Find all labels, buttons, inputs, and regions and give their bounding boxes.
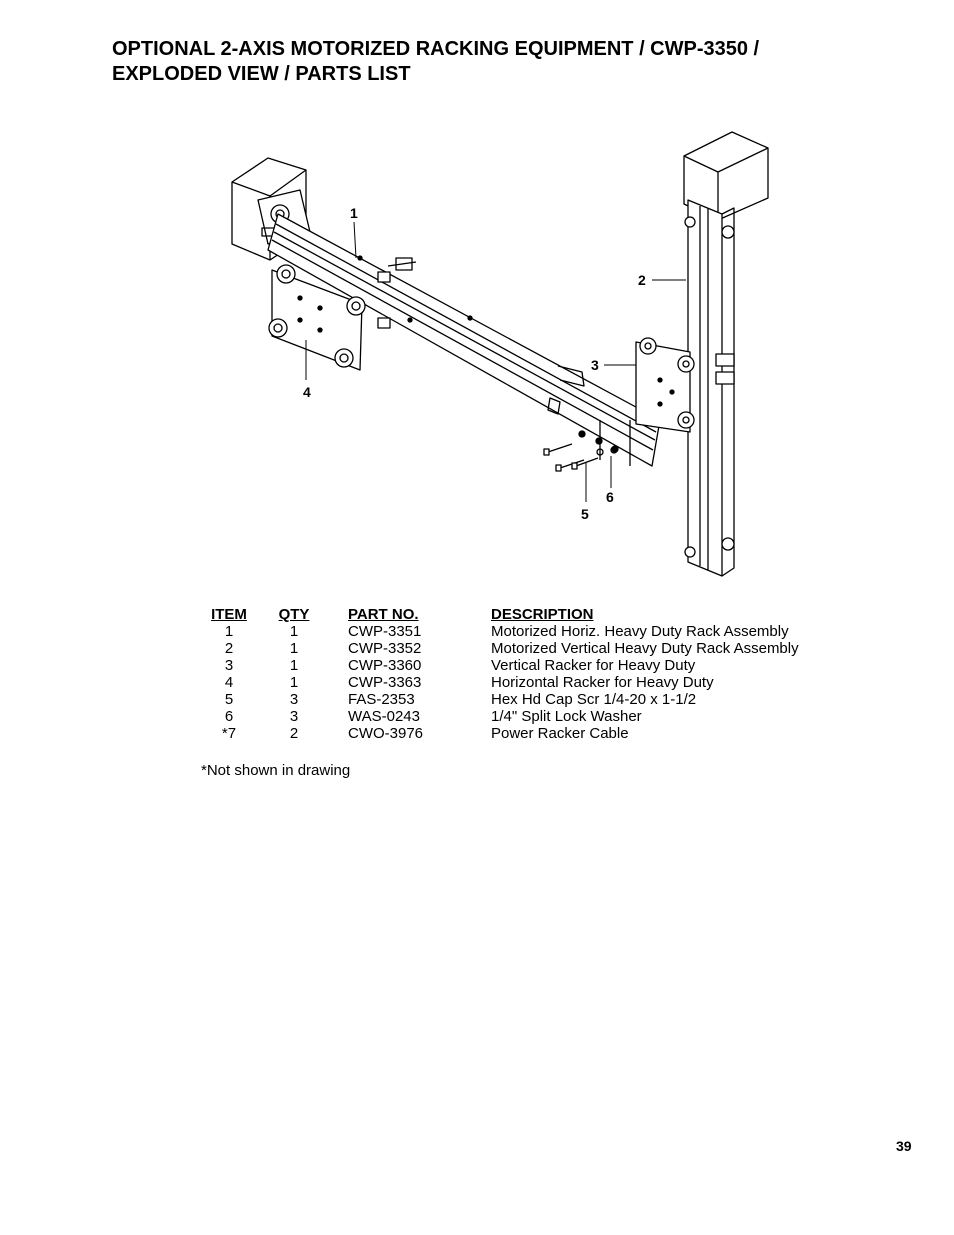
- qty-cell: 3: [289, 708, 299, 725]
- exploded-view-drawing: [231, 131, 769, 577]
- description-cell: Motorized Vertical Heavy Duty Rack Assem…: [491, 640, 799, 657]
- header-item: ITEM: [211, 606, 247, 623]
- part-no-cell: FAS-2353: [348, 691, 415, 708]
- item-cell: *7: [221, 725, 237, 742]
- rail-fittings: [377, 257, 417, 329]
- table-row: 3 1 CWP-3360 Vertical Racker for Heavy D…: [200, 657, 840, 674]
- part-no-cell: CWP-3360: [348, 657, 422, 674]
- description-cell: Hex Hd Cap Scr 1/4-20 x 1-1/2: [491, 691, 697, 708]
- callout-6: 6: [606, 489, 614, 505]
- callout-5: 5: [581, 506, 589, 522]
- description-cell: Vertical Racker for Heavy Duty: [491, 657, 696, 674]
- parts-list-header: ITEM QTY PART NO. DESCRIPTION: [200, 606, 840, 623]
- table-row: 1 1 CWP-3351 Motorized Horiz. Heavy Duty…: [200, 623, 840, 640]
- table-row: 2 1 CWP-3352 Motorized Vertical Heavy Du…: [200, 640, 840, 657]
- qty-cell: 1: [289, 674, 299, 691]
- footnote: *Not shown in drawing: [201, 762, 351, 779]
- qty-cell: 1: [289, 640, 299, 657]
- page-title: OPTIONAL 2-AXIS MOTORIZED RACKING EQUIPM…: [112, 37, 872, 87]
- part-no-cell: CWP-3352: [348, 640, 422, 657]
- part-no-cell: CWP-3363: [348, 674, 422, 691]
- callout-2: 2: [638, 272, 646, 288]
- item-cell: 2: [224, 640, 234, 657]
- qty-cell: 1: [289, 623, 299, 640]
- description-cell: Motorized Horiz. Heavy Duty Rack Assembl…: [491, 623, 789, 640]
- item-cell: 6: [224, 708, 234, 725]
- callout-3: 3: [591, 357, 599, 373]
- page-number: 39: [896, 1138, 912, 1154]
- part-no-cell: CWP-3351: [348, 623, 422, 640]
- description-cell: 1/4" Split Lock Washer: [491, 708, 642, 725]
- horizontal-rack-rail: [267, 213, 661, 467]
- table-row: 6 3 WAS-0243 1/4" Split Lock Washer: [200, 708, 840, 725]
- callout-4: 4: [303, 384, 311, 400]
- vertical-rack-column: [683, 131, 769, 577]
- hex-cap-screws: [543, 443, 599, 472]
- qty-cell: 2: [289, 725, 299, 742]
- parts-list-table: ITEM QTY PART NO. DESCRIPTION 1 1 CWP-33…: [200, 606, 840, 742]
- part-no-cell: CWO-3976: [348, 725, 424, 742]
- callout-1: 1: [350, 205, 358, 221]
- callout-leaders: [305, 221, 686, 502]
- description-cell: Horizontal Racker for Heavy Duty: [491, 674, 714, 691]
- vertical-racker-plate: [635, 337, 695, 433]
- part-no-cell: WAS-0243: [348, 708, 420, 725]
- item-cell: 3: [224, 657, 234, 674]
- table-row: 5 3 FAS-2353 Hex Hd Cap Scr 1/4-20 x 1-1…: [200, 691, 840, 708]
- page-title-line-2: EXPLODED VIEW / PARTS LIST: [112, 63, 411, 85]
- page-title-line-1: OPTIONAL 2-AXIS MOTORIZED RACKING EQUIPM…: [112, 38, 760, 60]
- horizontal-racker-plate: [268, 264, 366, 371]
- table-row: *7 2 CWO-3976 Power Racker Cable: [200, 725, 840, 742]
- item-cell: 1: [224, 623, 234, 640]
- qty-cell: 3: [289, 691, 299, 708]
- table-row: 4 1 CWP-3363 Horizontal Racker for Heavy…: [200, 674, 840, 691]
- header-part-no: PART NO.: [348, 606, 419, 623]
- header-qty: QTY: [278, 606, 310, 623]
- item-cell: 4: [224, 674, 234, 691]
- lock-washers: [596, 446, 618, 456]
- item-cell: 5: [224, 691, 234, 708]
- header-description: DESCRIPTION: [491, 606, 594, 623]
- qty-cell: 1: [289, 657, 299, 674]
- description-cell: Power Racker Cable: [491, 725, 629, 742]
